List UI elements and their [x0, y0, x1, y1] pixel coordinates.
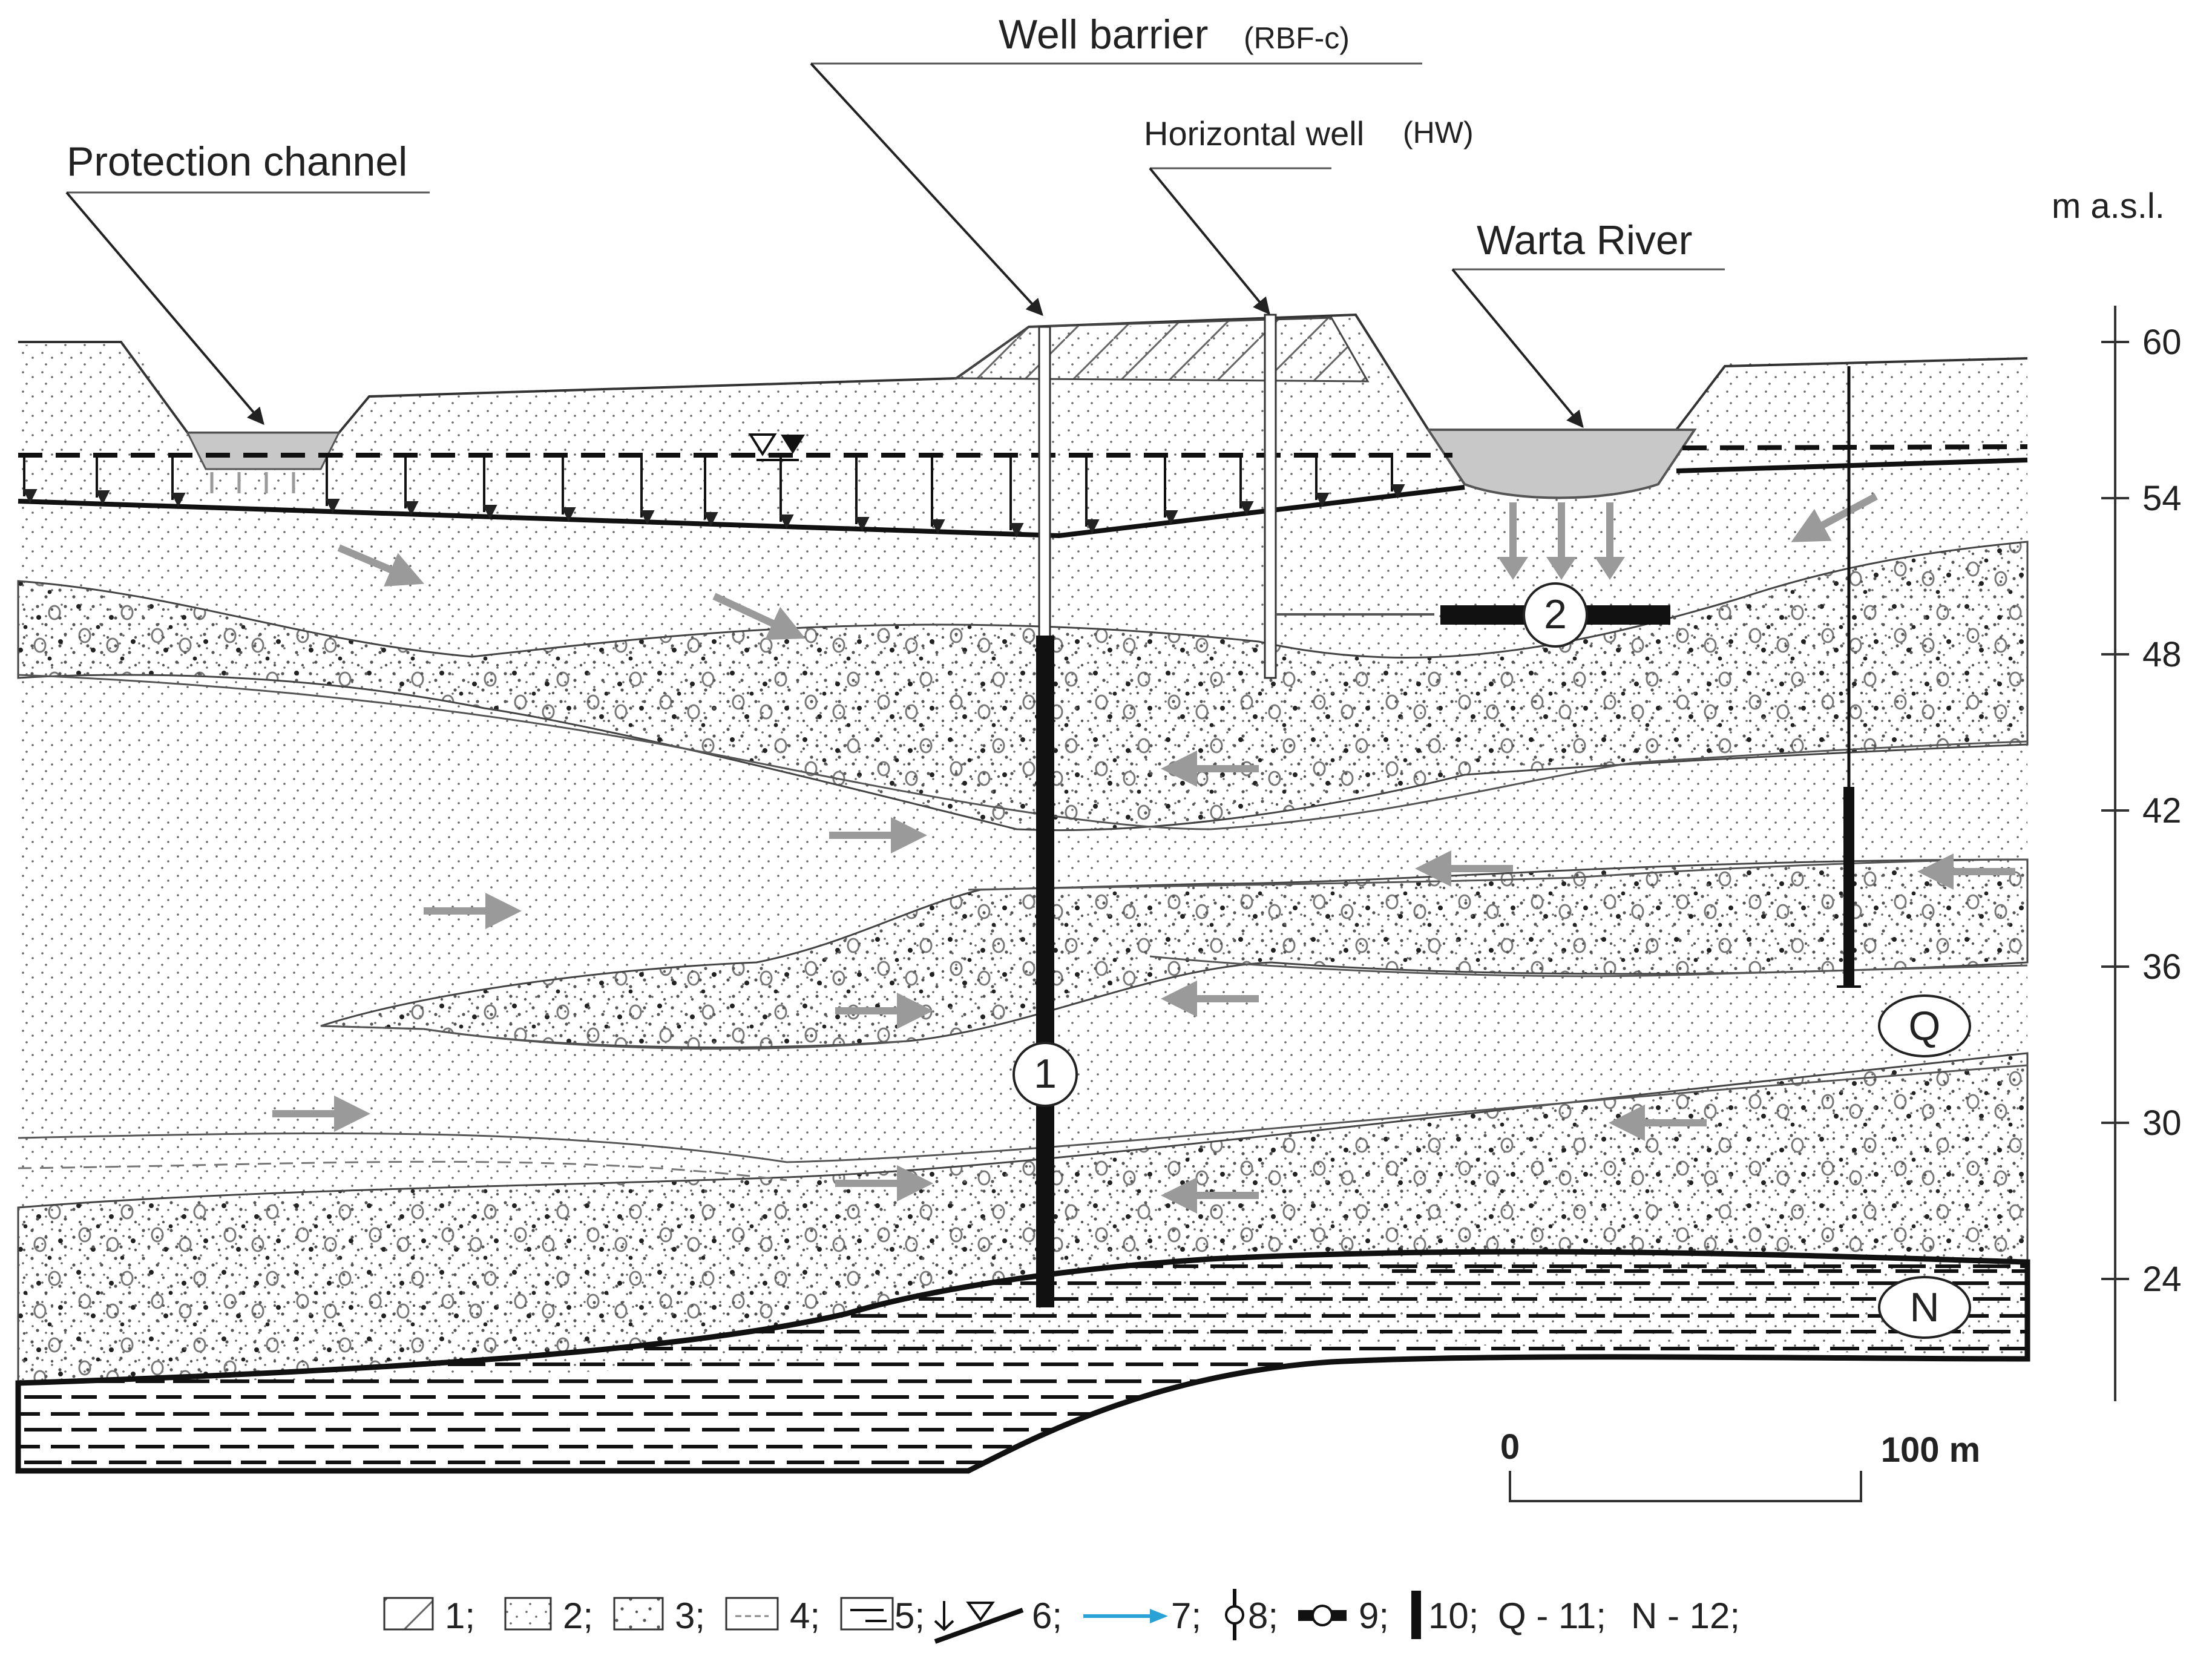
legend-item-8: 8;	[1225, 1589, 1278, 1640]
elevation-tick-label: 30	[2142, 1103, 2182, 1143]
svg-text:(RBF-c): (RBF-c)	[1244, 21, 1350, 55]
svg-text:0: 0	[1500, 1427, 1520, 1467]
svg-text:4;: 4;	[790, 1596, 820, 1636]
label-horizontal-well: Horizontal well (HW)	[1144, 114, 1474, 315]
svg-text:2;: 2;	[563, 1596, 593, 1636]
legend-item-4: 4;	[725, 1596, 820, 1636]
svg-text:Q: Q	[1909, 1003, 1941, 1049]
legend-item-11: Q - 11;	[1498, 1596, 1606, 1636]
svg-text:10;: 10;	[1428, 1596, 1478, 1636]
label-warta-river: Warta River	[1451, 217, 1725, 429]
legend-item-12: N - 12;	[1631, 1596, 1740, 1636]
embankment	[953, 317, 1370, 383]
svg-text:N: N	[1909, 1284, 1939, 1330]
svg-text:Protection channel: Protection channel	[67, 139, 407, 185]
marker-1: 1	[1012, 1042, 1078, 1107]
svg-text:3;: 3;	[675, 1596, 705, 1636]
legend-item-1: 1;	[383, 1596, 475, 1636]
svg-text:Well barrier: Well barrier	[999, 12, 1208, 58]
elevation-tick-label: 54	[2142, 479, 2182, 518]
elevation-tick-label: 24	[2142, 1260, 2182, 1299]
svg-text:9;: 9;	[1359, 1596, 1389, 1636]
observation-well	[1837, 366, 1861, 988]
elevation-tick-label: 42	[2142, 791, 2182, 830]
svg-text:6;: 6;	[1032, 1596, 1062, 1636]
svg-text:8;: 8;	[1248, 1596, 1278, 1636]
label-well-barrier: Well barrier (RBF-c)	[810, 12, 1422, 317]
infiltration-arrows	[1509, 502, 1613, 563]
elevation-tick-label: 48	[2142, 635, 2182, 674]
elevation-tick-label: 36	[2142, 947, 2182, 987]
svg-text:Horizontal well: Horizontal well	[1144, 114, 1364, 153]
legend-item-3: 3;	[613, 1596, 705, 1636]
marker-2: 2	[1523, 582, 1588, 648]
recharge-arrows	[22, 455, 1405, 537]
legend-item-10: 10;	[1411, 1591, 1478, 1639]
svg-text:1;: 1;	[445, 1596, 475, 1636]
elevation-tick-label: 60	[2142, 323, 2182, 362]
water-table	[18, 433, 2028, 580]
stratum-q-label: Q	[1878, 994, 1971, 1057]
svg-text:Warta River: Warta River	[1477, 217, 1692, 263]
svg-text:(HW): (HW)	[1403, 116, 1474, 150]
svg-text:Q - 11;: Q - 11;	[1498, 1596, 1606, 1636]
scale-bar: 0 100 m	[1500, 1427, 1980, 1502]
legend-item-2: 2;	[504, 1596, 593, 1636]
stratum-n-label: N	[1878, 1276, 1971, 1339]
legend-item-6: 6;	[934, 1596, 1062, 1644]
neogene-clay	[15, 1249, 2030, 1474]
svg-text:m a.s.l.: m a.s.l.	[2052, 186, 2165, 226]
strata	[15, 318, 2030, 1474]
svg-text:1: 1	[1034, 1051, 1057, 1097]
groundwater-flow-arrows	[272, 493, 2015, 1214]
svg-text:5;: 5;	[894, 1596, 925, 1636]
svg-text:N - 12;: N - 12;	[1631, 1596, 1740, 1636]
warta-river-water	[1426, 429, 1697, 499]
legend-item-7: 7;	[1083, 1596, 1201, 1636]
legend-item-5: 5;	[840, 1596, 925, 1636]
svg-text:100 m: 100 m	[1881, 1430, 1980, 1470]
elevation-axis: m a.s.l. 60 54 48 42 36 30 24	[2052, 186, 2182, 1401]
label-protection-channel: Protection channel	[65, 139, 430, 426]
protection-channel-water	[186, 432, 341, 470]
well-barrier-rbf-c	[1036, 326, 1054, 1307]
svg-text:2: 2	[1544, 591, 1567, 637]
legend: 1; 2; 3; 4; 5; 6; 7;	[383, 1589, 1740, 1644]
svg-text:7;: 7;	[1171, 1596, 1201, 1636]
legend-item-9: 9;	[1298, 1596, 1389, 1636]
